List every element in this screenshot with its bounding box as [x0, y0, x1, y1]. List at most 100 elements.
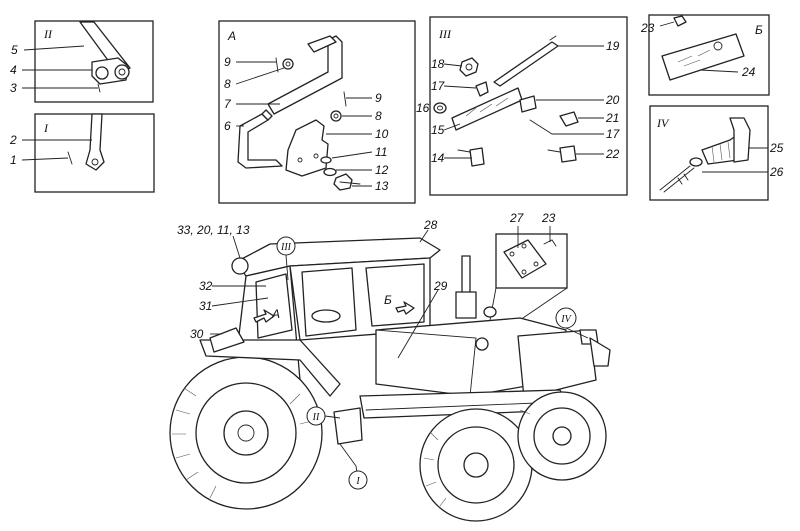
rear-window: [365, 263, 425, 327]
panel-B-title: Б: [755, 23, 763, 37]
grille-side: [517, 329, 597, 399]
cotter-pin: [97, 83, 101, 93]
rear-fender: [199, 339, 341, 397]
washer-26: [689, 157, 703, 167]
rear-light: [209, 327, 245, 353]
label-28: 28: [423, 218, 438, 232]
front-weight: [589, 337, 611, 367]
plate-15: [451, 87, 523, 131]
panel-III: III 18 17 16 15: [416, 16, 628, 196]
label-13: 13: [375, 179, 389, 193]
svg-text:I: I: [355, 476, 360, 487]
panel-A-frame: [218, 20, 416, 204]
tractor-illustration: III А Б IV II I 33, 20, 11, 13 28 32 31 …: [169, 218, 611, 522]
door-window: [301, 267, 357, 337]
marker-B: Б: [384, 293, 392, 307]
label-1: 1: [10, 153, 17, 167]
label-19: 19: [606, 39, 620, 53]
panel-IV: IV 25 26: [649, 105, 784, 201]
bolt-14: [469, 147, 485, 167]
pin-17b: [529, 119, 553, 135]
marker-A: А: [271, 307, 280, 321]
panel-A-title: А: [227, 29, 236, 43]
label-17: 17: [431, 79, 446, 93]
label-15: 15: [431, 123, 445, 137]
lower-link: [85, 113, 105, 171]
label-22: 22: [605, 147, 620, 161]
bracket-plate: [285, 119, 329, 177]
steering-wheel: [311, 309, 341, 323]
label-9: 9: [224, 55, 231, 69]
label-24: 24: [741, 65, 756, 79]
bolt-21: [559, 111, 579, 127]
handle-lower: [237, 113, 283, 169]
beacon-lamp: [231, 257, 249, 275]
label-32: 32: [199, 279, 213, 293]
label-16: 16: [416, 101, 430, 115]
label-20: 20: [605, 93, 620, 107]
label-29: 29: [433, 279, 448, 293]
screw-23b: [543, 239, 557, 247]
label-26: 26: [769, 165, 784, 179]
air-filter: [455, 291, 477, 319]
plate-detail-frame: [495, 233, 568, 289]
label-7: 7: [224, 97, 232, 111]
panel-B-frame: [648, 14, 770, 96]
panel-B: Б 23 24: [640, 14, 770, 96]
washer: [320, 156, 332, 164]
cotter-pin: [67, 151, 73, 165]
label-8: 8: [224, 77, 231, 91]
panel-II: II 5 4 3: [10, 20, 154, 103]
plate-24: [661, 33, 745, 81]
label-10: 10: [375, 127, 389, 141]
label-18: 18: [431, 57, 445, 71]
label-23c: 23: [541, 211, 556, 225]
panel-I-title: I: [43, 121, 49, 135]
bolt-22: [559, 145, 577, 163]
washer-16: [433, 102, 447, 114]
label-25: 25: [769, 141, 784, 155]
panel-plate-detail: 27 23: [489, 211, 568, 321]
label-4: 4: [10, 63, 17, 77]
pin: [475, 81, 489, 97]
rear-hitch: [333, 407, 363, 445]
svg-text:II: II: [312, 412, 320, 423]
arrow-A: [253, 309, 275, 323]
panel-I: I 2 1: [9, 113, 155, 193]
label-30: 30: [190, 327, 204, 341]
label-5: 5: [11, 43, 18, 57]
label-12: 12: [375, 163, 389, 177]
rod: [493, 41, 559, 87]
lock-washer: [323, 167, 337, 177]
plate-27: [503, 239, 547, 279]
hinge-pin-head: [114, 64, 130, 80]
label-8b: 8: [375, 109, 382, 123]
panel-IV-title: IV: [656, 116, 670, 130]
nut: [459, 57, 479, 77]
marker-I: [348, 470, 368, 490]
rear-hub: [223, 410, 269, 456]
hood-latch: [475, 337, 489, 351]
panel-III-frame: [429, 16, 628, 196]
label-6: 6: [224, 119, 231, 133]
panel-III-title: III: [438, 27, 452, 41]
panel-A: А 9 8 7 6 9: [218, 20, 416, 204]
handle-upper: [267, 35, 343, 115]
label-14: 14: [431, 151, 445, 165]
fitting-20: [519, 95, 537, 113]
label-3: 3: [10, 81, 17, 95]
grip-cap: [729, 117, 751, 163]
label-21: 21: [605, 111, 619, 125]
label-23: 23: [640, 21, 655, 35]
panel-IV-frame: [649, 105, 769, 201]
arrow-B: [395, 301, 415, 315]
label-33-20-11-13: 33, 20, 11, 13: [177, 223, 250, 237]
label-2: 2: [9, 133, 17, 147]
label-31: 31: [199, 299, 212, 313]
svg-text:III: III: [280, 242, 292, 253]
filler-cap: [483, 306, 497, 318]
label-27: 27: [509, 211, 525, 225]
svg-text:IV: IV: [560, 314, 572, 325]
handle-tip: [307, 35, 337, 53]
